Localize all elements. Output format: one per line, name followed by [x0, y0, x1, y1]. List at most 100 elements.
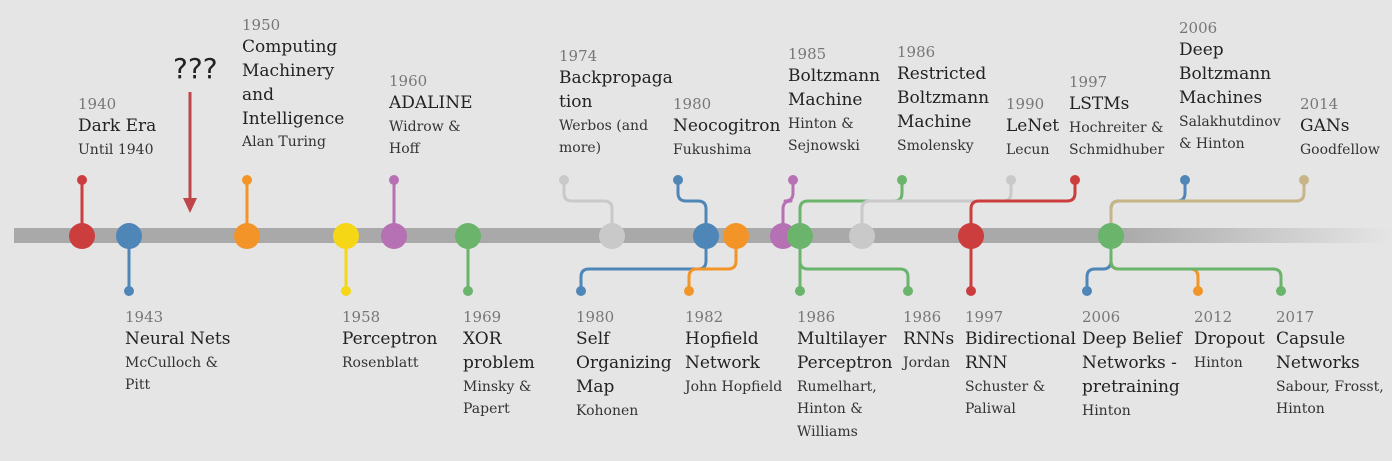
event-title: LSTMs: [1069, 94, 1130, 115]
dot-rbm: [897, 175, 907, 185]
event-year: 1997: [965, 308, 1004, 326]
event-authors: Lecun: [1006, 142, 1050, 159]
dot-dropout: [1193, 286, 1203, 296]
dot-adaline: [389, 175, 399, 185]
event-year: 1940: [78, 95, 117, 113]
node-computing-machinery: [234, 223, 260, 249]
event-year: 1990: [1006, 95, 1045, 113]
event-title: Dropout: [1194, 329, 1265, 350]
event-title: LeNet: [1006, 116, 1060, 137]
event-authors: Until 1940: [78, 142, 154, 159]
event-authors: Werbos (and more): [559, 117, 649, 157]
dot-neocogitron: [673, 175, 683, 185]
event-title: Dark Era: [78, 116, 157, 137]
dot-mlp: [795, 286, 805, 296]
node-lenet: [849, 223, 875, 249]
event-authors: Kohonen: [576, 402, 639, 419]
dot-perceptron: [341, 286, 351, 296]
event-title: GANs: [1300, 116, 1350, 137]
node-2006: [1098, 223, 1124, 249]
node-hopfield: [723, 223, 749, 249]
event-year: 1943: [125, 308, 164, 326]
event-authors: Jordan: [903, 355, 951, 372]
dot-rnns: [903, 286, 913, 296]
event-title: Multilayer Perceptron: [797, 329, 893, 374]
event-title: Neural Nets: [125, 329, 231, 350]
connector-line: [1109, 178, 1187, 238]
event-authors: Goodfellow: [1300, 142, 1380, 159]
event-authors: Smolensky: [897, 137, 974, 154]
event-title: Boltzmann Machine: [788, 66, 881, 111]
connector-line: [1109, 234, 1283, 293]
event-title: Backpropaga tion: [559, 68, 673, 113]
event-year: 2014: [1300, 95, 1339, 113]
event-authors: Salakhutdinov & Hinton: [1179, 113, 1281, 153]
event-authors: Hinton & Sejnowski: [788, 115, 860, 155]
event-title: Computing Machinery and Intelligence: [242, 37, 345, 129]
event-year: 1969: [463, 308, 502, 326]
event-authors: McCulloch & Pitt: [125, 355, 219, 394]
dot-lenet: [1006, 175, 1016, 185]
dot-hopfield: [684, 286, 694, 296]
event-year: 2006: [1082, 308, 1121, 326]
dot-deep-boltzmann: [1180, 175, 1190, 185]
event-year: 1950: [242, 16, 281, 34]
connector-line: [1109, 234, 1200, 293]
node-neocog-som: [693, 223, 719, 249]
connector-line: [860, 178, 1013, 238]
event-year: 1986: [897, 43, 936, 61]
dot-neural-nets: [124, 286, 134, 296]
event-title: Neocogitron: [673, 116, 781, 137]
event-authors: Hochreiter & Schmidhuber: [1069, 120, 1165, 159]
event-authors: Fukushima: [673, 142, 752, 159]
dot-capsule: [1276, 286, 1286, 296]
event-authors: Alan Turing: [242, 134, 326, 151]
node-perceptron: [333, 223, 359, 249]
event-title: Capsule Networks: [1276, 329, 1360, 374]
dot-backprop: [559, 175, 569, 185]
event-authors: Rosenblatt: [342, 355, 419, 372]
event-title: Perceptron: [342, 329, 438, 350]
event-year: 2012: [1194, 308, 1233, 326]
event-year: 1958: [342, 308, 381, 326]
dot-birnn: [966, 286, 976, 296]
question-marks: ???: [173, 52, 218, 85]
connector-line: [1109, 178, 1306, 238]
node-mlp-rnn-rbm: [787, 223, 813, 249]
dot-som: [576, 286, 586, 296]
event-authors: Rumelhart, Hinton & Williams: [797, 378, 877, 440]
event-authors: Hinton: [1194, 355, 1243, 372]
event-year: 1985: [788, 45, 827, 63]
event-title: Deep Belief Networks - pretraining: [1082, 329, 1182, 397]
connector-line: [676, 178, 708, 238]
connector-line: [969, 178, 1077, 238]
node-xor: [455, 223, 481, 249]
dot-dark-era: [77, 175, 87, 185]
event-title: Hopfield Network: [685, 329, 760, 374]
event-title: ADALINE: [389, 93, 473, 114]
dot-xor: [463, 286, 473, 296]
red-arrow-icon: [183, 92, 197, 213]
event-title: XOR problem: [463, 329, 535, 374]
event-title: Bidirectional RNN: [965, 329, 1076, 374]
event-authors: Minsky & Papert: [463, 378, 532, 418]
event-year: 1986: [903, 308, 942, 326]
node-backprop: [599, 223, 625, 249]
connector-line: [798, 178, 904, 238]
